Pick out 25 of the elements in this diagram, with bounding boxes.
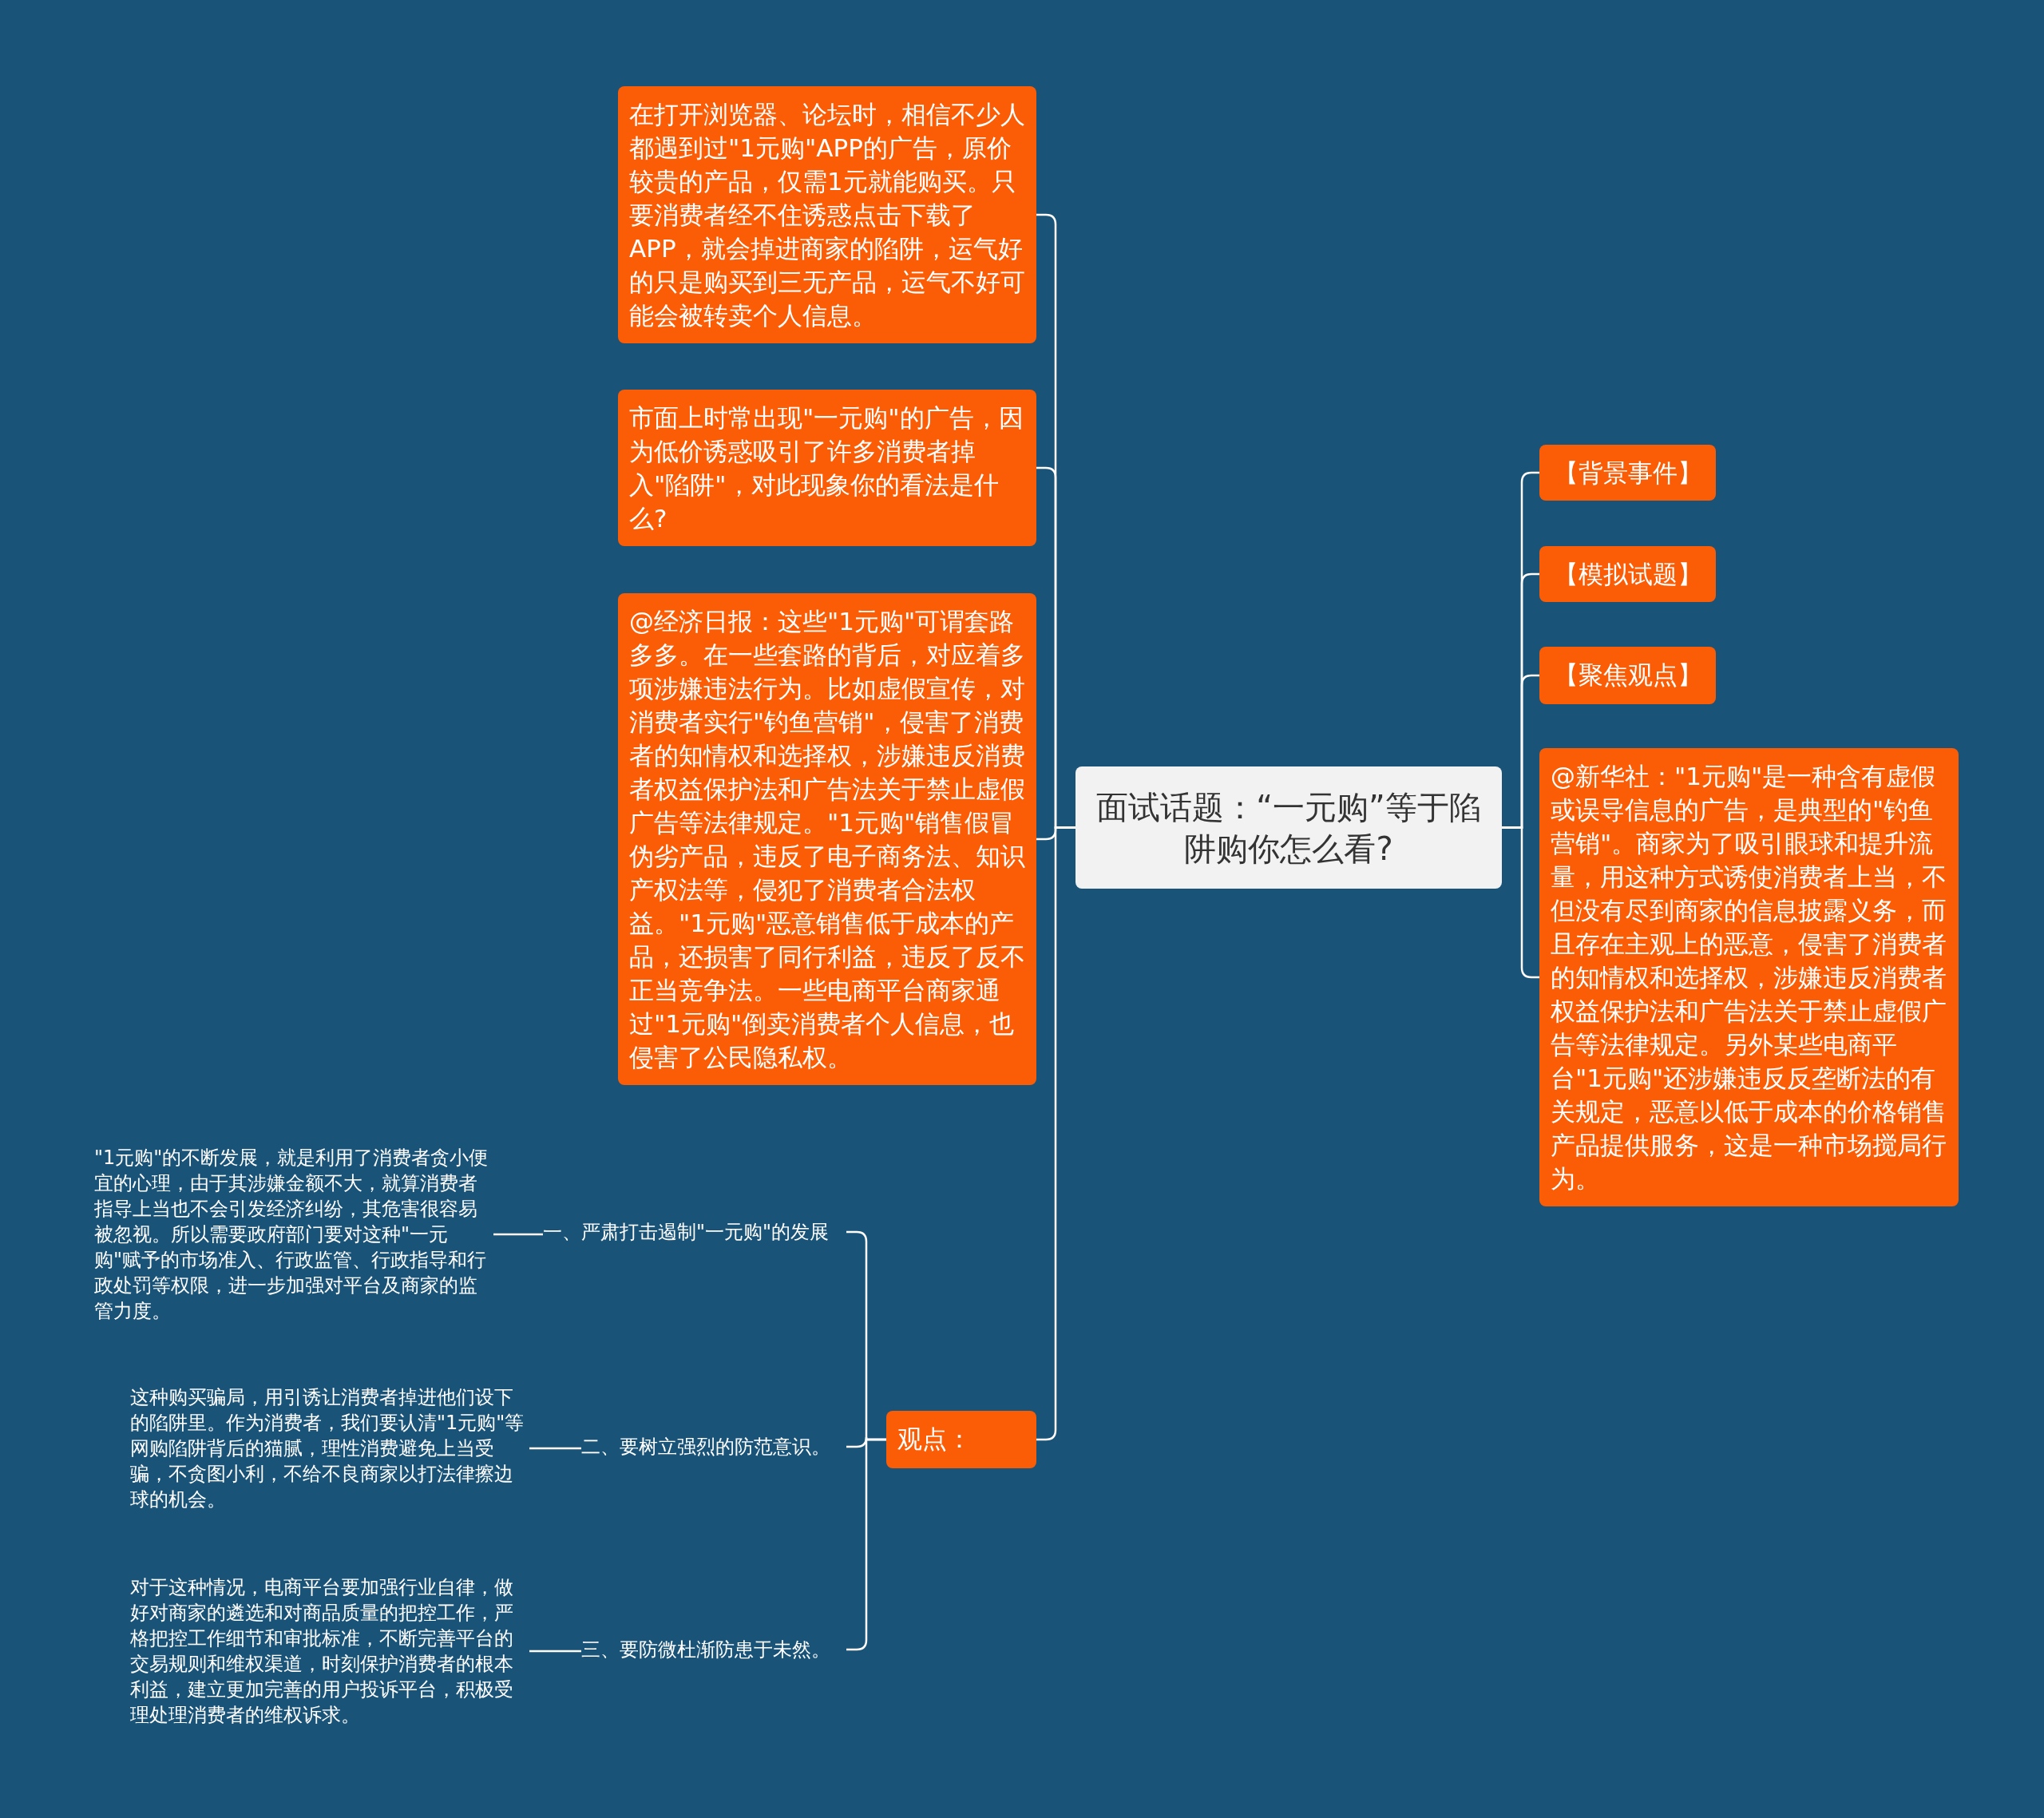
note-box [618,390,1036,546]
connector-line [493,1233,543,1236]
connector-line [1502,826,1539,979]
explanation-text: 这种购买骗局，用引诱让消费者掉进他们设下的陷阱里。作为消费者，我们要认清"1元购"等网购陷阱背后的猫腻，理性消费避免上当受骗，不贪图小利，不给不良商家以打法律擦边球的机会。 [130,1384,529,1512]
node-text: 【聚焦观点】 [1552,659,1703,691]
category-box [1539,546,1716,602]
point-text: 二、要树立强烈的防范意识。 [581,1434,846,1460]
connector-line [529,1447,581,1450]
category-box [1539,647,1716,704]
note-box [886,1411,1036,1468]
node-text: 市面上时常出现"一元购"的广告，因为低价诱惑吸引了许多消费者掉入"陷阱"，对此现象你的看法是什么? [629,402,1024,534]
point-text: 三、要防微杜渐防患于未然。 [581,1637,846,1662]
node-text: 【背景事件】 [1552,457,1703,489]
node-text: @新华社："1元购"是一种含有虚假或误导信息的广告，是典型的"钓鱼营销"。商家为了吸引眼球和提升流量，用这种方式诱使消费者上当，不但没有尽到商家的信息披露义务，而且存在主观上的恶意，侵害了消费者的知情权和选择权，涉嫌违反消费者权益保护法和广告法关于禁止虚假广告等法律规定。另外某些电商平台"1元购"还涉嫌违反反垄断法的有关规定，恶意以低于成本的价格销售产品提供服务，这是一种市场搅局行为。 [1551,761,1947,1194]
explanation-text: "1元购"的不断发展，就是利用了消费者贪小便宜的心理，由于其涉嫌金额不大，就算消费者指导上当也不会引发经济纠纷，其危害很容易被忽视。所以需要政府部门要对这种"一元购"赋予的市场准入、行政监管、行政指导和行政处罚等权限，进一步加强对平台及商家的监管力度。 [94,1145,493,1324]
node-text: 观点： [897,1424,972,1455]
category-box [1539,445,1716,501]
connector-line [529,1650,581,1653]
explanation-text: 对于这种情况，电商平台要加强行业自律，做好对商家的遴选和对商品质量的把控工作，严格把控工作细节和审批标准，不断完善平台的交易规则和维权渠道，时刻保护消费者的根本利益，建立更加完善的用户投诉平台，积极受理处理消费者的维权诉求。 [130,1574,529,1728]
node-text: 面试话题：“一元购”等于陷阱购你怎么看? [1095,787,1482,869]
node-text: @经济日报：这些"1元购"可谓套路多多。在一些套路的背后，对应着多项涉嫌违法行为。比如虚假宣传，对消费者实行"钓鱼营销"，侵害了消费者的知情权和选择权，涉嫌违反消费者权益保护法和广告法关于禁止虚假广告等法律规定。"1元购"销售假冒伪劣产品，违反了电子商务法、知识产权法等，侵犯了消费者合法权益。"1元购"恶意销售低于成本的产品，还损害了同行利益，违反了反不正当竞争法。一些电商平台商家通过"1元购"倒卖消费者个人信息，也侵害了公民隐私权。 [629,606,1025,1073]
node-text: 在打开浏览器、论坛时，相信不少人都遇到过"1元购"APP的广告，原价较贵的产品，仅需1元就能购买。只要消费者经不住诱惑点击下载了APP，就会掉进商家的陷阱，运气好的只是购买到三无产品，运气不好可能会被转卖个人信息。 [629,99,1025,331]
point-text: 一、严肃打击遏制"一元购"的发展 [543,1219,846,1245]
topic-box [1075,766,1502,889]
node-text: 【模拟试题】 [1552,559,1703,590]
